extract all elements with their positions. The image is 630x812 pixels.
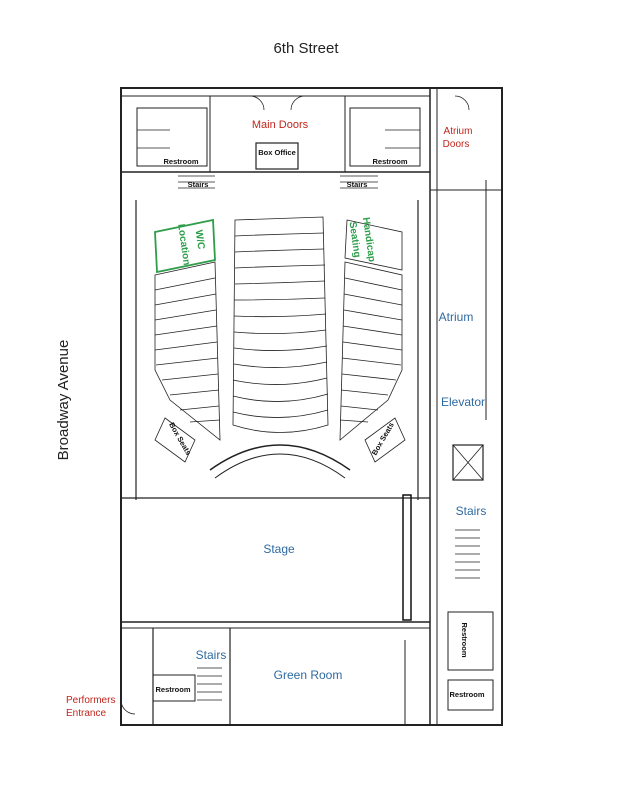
main-doors-label: Main Doors [252, 119, 309, 131]
atrium-label: Atrium [439, 310, 474, 324]
wc-label-line2: Location [175, 223, 192, 266]
elevator-label: Elevator [441, 395, 485, 409]
svg-text:Box Seats: Box Seats [370, 421, 396, 457]
stage-label: Stage [263, 542, 295, 556]
box-seats-left: Box Seats [154, 417, 196, 463]
performers-entrance-line2: Entrance [66, 708, 106, 719]
atrium-doors-label-line2: Doors [443, 139, 470, 150]
sixth-street-label: 6th Street [273, 40, 339, 57]
broadway-avenue-label: Broadway Avenue [55, 340, 72, 461]
stairs-east-label: Stairs [456, 504, 487, 518]
performers-entrance-line1: Performers [66, 695, 115, 706]
right-seating-section [339, 261, 403, 441]
stairs-ne-label: Stairs [347, 180, 368, 189]
handicap-label-line2: Seating [347, 221, 363, 258]
box-seats-right: Box Seats [364, 417, 406, 463]
restroom-ne-label: Restroom [372, 157, 407, 166]
building-walls [120, 87, 503, 726]
restroom-se-label: Restroom [449, 690, 484, 699]
stairs-southwest-label: Stairs [196, 648, 227, 662]
restroom-se-vertical-label: Restroom [460, 622, 469, 657]
left-seating-section [154, 261, 221, 441]
handicap-seating-area: Handicap Seating [344, 217, 403, 271]
atrium-doors-label-line1: Atrium [444, 126, 473, 137]
center-seating-section [232, 216, 329, 433]
wc-label-line1: W/C [193, 229, 207, 250]
stairs-nw-label: Stairs [188, 180, 209, 189]
restroom-sw-label: Restroom [155, 685, 190, 694]
box-office-label: Box Office [258, 148, 296, 157]
green-room-label: Green Room [274, 668, 343, 682]
restroom-nw-label: Restroom [163, 157, 198, 166]
